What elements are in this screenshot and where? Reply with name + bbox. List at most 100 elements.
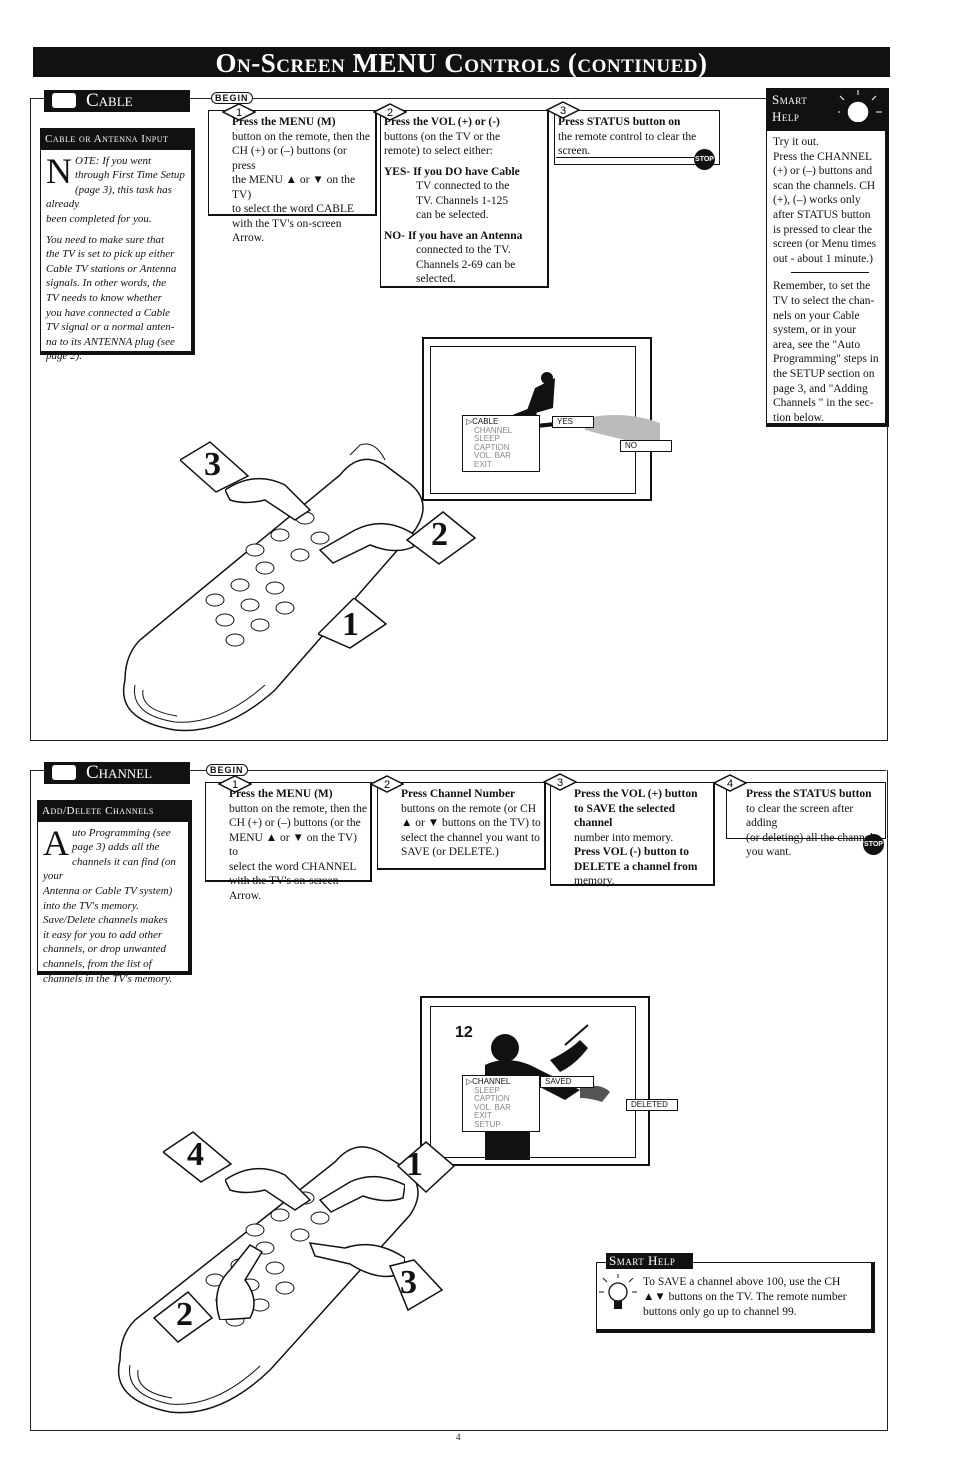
smart-help-divider [791, 272, 869, 274]
text-line: CH (+) or (–) buttons (or press [232, 145, 347, 172]
svg-text:3: 3 [557, 777, 563, 789]
text-line: nels on your Cable [773, 309, 860, 322]
text-line: na to its ANTENNA plug (see [46, 335, 175, 348]
text-line: the SETUP section on [773, 367, 875, 380]
text-line: ▲▼ buttons on the TV. The remote number [643, 1291, 847, 1303]
callout-arrow-icon [178, 441, 250, 493]
cable-step-1: Press the MENU (M)button on the remote, … [208, 110, 377, 244]
text-line: DELETE a channel from [574, 860, 698, 873]
callout-arrow-icon [396, 1141, 456, 1194]
text-line: MENU ▲ or ▼ on the TV) to [229, 831, 357, 859]
text-line: YES- If you DO have Cable [384, 165, 520, 178]
text-line: (+) or (–) buttons and [773, 165, 873, 178]
callout-3-number: 3 [204, 446, 221, 483]
text-line: CHANNEL [474, 425, 513, 435]
callout-arrow-icon [152, 1290, 214, 1343]
text-line: page 3) adds all the [72, 841, 160, 854]
cable-top-rule [30, 98, 886, 99]
page-number: 4 [456, 1432, 461, 1442]
lightbulb-icon [838, 90, 882, 131]
text-line: select the word CHANNEL [229, 860, 357, 873]
text-line: SAVE (or DELETE.) [401, 846, 499, 858]
channel-note-text: uto Programming (see page 3) adds all the… [43, 826, 185, 987]
channel-tab-label: Channel [86, 762, 153, 783]
text-line: Press the VOL (+) or (-) [384, 116, 500, 128]
callout-4-number: 4 [187, 1136, 204, 1173]
callout-3-number: 3 [400, 1264, 417, 1301]
text-line: uto Programming (see [72, 826, 171, 839]
smart-help-heading-line2: Help [772, 109, 800, 124]
text-line: Channels 2-69 can be [416, 258, 516, 271]
text-line: SLEEP [474, 434, 500, 443]
channel-top-rule [30, 770, 886, 771]
hand-pointer-icon [225, 1167, 312, 1211]
callout-2-number: 2 [176, 1296, 193, 1333]
callout-3: 3 [388, 1258, 444, 1312]
text-line: the MENU ▲ or ▼ on the TV) [232, 174, 356, 201]
yes-option: YES [552, 416, 594, 428]
text-line: Try it out. [773, 136, 819, 148]
channel-step-1-text: Press the MENU (M) button on the remote, … [209, 787, 367, 903]
callout-arrow-icon [316, 596, 388, 649]
text-line: Press the VOL (+) button [574, 788, 698, 800]
text-line: ▷CABLE [466, 417, 499, 426]
hand-pointer-icon [318, 522, 415, 564]
text-line: Press VOL (-) button to [574, 846, 689, 858]
callout-4: 4 [161, 1130, 233, 1184]
text-line: tion below. [773, 411, 824, 424]
text-line: SETUP [474, 1119, 501, 1129]
text-line: you have connected a Cable [46, 306, 171, 319]
text-line: been completed for you. [46, 212, 152, 225]
text-line: is pressed to clear the [773, 223, 872, 236]
channel-tab: Channel [44, 762, 190, 784]
text-line: buttons on the remote (or CH [401, 802, 537, 815]
remote-control-image [122, 443, 424, 732]
text-line: CAPTION [474, 442, 510, 452]
text-line: with the TV's on-screen Arrow. [229, 875, 339, 902]
lightbulb-icon [599, 1274, 637, 1309]
step-number-1-icon: 1 [218, 775, 252, 793]
text-line: with the TV's on-screen Arrow. [232, 217, 342, 245]
callout-arrow-icon [161, 1131, 233, 1183]
text-line: CH (+) or (–) buttons (or the [229, 817, 361, 829]
channel-smart-help [596, 1262, 875, 1333]
text-line: SLEEP [474, 1085, 500, 1095]
dropcap: N [46, 150, 72, 191]
hand-pointer-icon [225, 477, 312, 521]
text-line: Press the MENU (M) [232, 116, 336, 128]
text-line: channels in the TV's memory. [43, 972, 173, 985]
text-line: system, or in your [773, 324, 857, 337]
text-line: VOL. BAR [474, 451, 511, 460]
text-line: TV needs to know whether [46, 291, 162, 304]
smart-help-text: Try it out.Press the CHANNEL(+) or (–) b… [767, 131, 885, 266]
channel-note: Add/Delete Channels A uto Programming (s… [37, 800, 192, 985]
cable-step-1-text: Press the MENU (M)button on the remote, … [212, 115, 372, 246]
tv-channel-number: 12 [455, 1024, 473, 1041]
text-line: connected to the TV. [416, 244, 511, 256]
text-line: button on the remote, then the [229, 802, 367, 815]
stop-icon: STOP [694, 149, 715, 170]
text-line: EXIT [474, 1111, 492, 1120]
step-number-2-icon: 2 [370, 775, 404, 793]
cable-note-heading: Cable or Antenna Input [41, 129, 191, 150]
smart-help-text: To SAVE a channel above 100, use the CH▲… [643, 1275, 865, 1320]
stop-icon: STOP [863, 834, 884, 855]
text-line: Channels " in the sec- [773, 397, 874, 410]
text-line: Press the MENU (M) [229, 788, 333, 800]
text-line: it easy for you to add other [43, 928, 163, 941]
text-line: TV connected to the [416, 180, 510, 192]
cable-step-2: Press the VOL (+) or (-)buttons (on the … [380, 110, 549, 288]
svg-text:1: 1 [232, 779, 238, 791]
callout-1: 1 [396, 1140, 456, 1194]
text-line: can be selected. [416, 209, 489, 221]
text-line: area, see the "Auto [773, 338, 861, 351]
smart-help-heading-line1: Smart [772, 92, 808, 107]
